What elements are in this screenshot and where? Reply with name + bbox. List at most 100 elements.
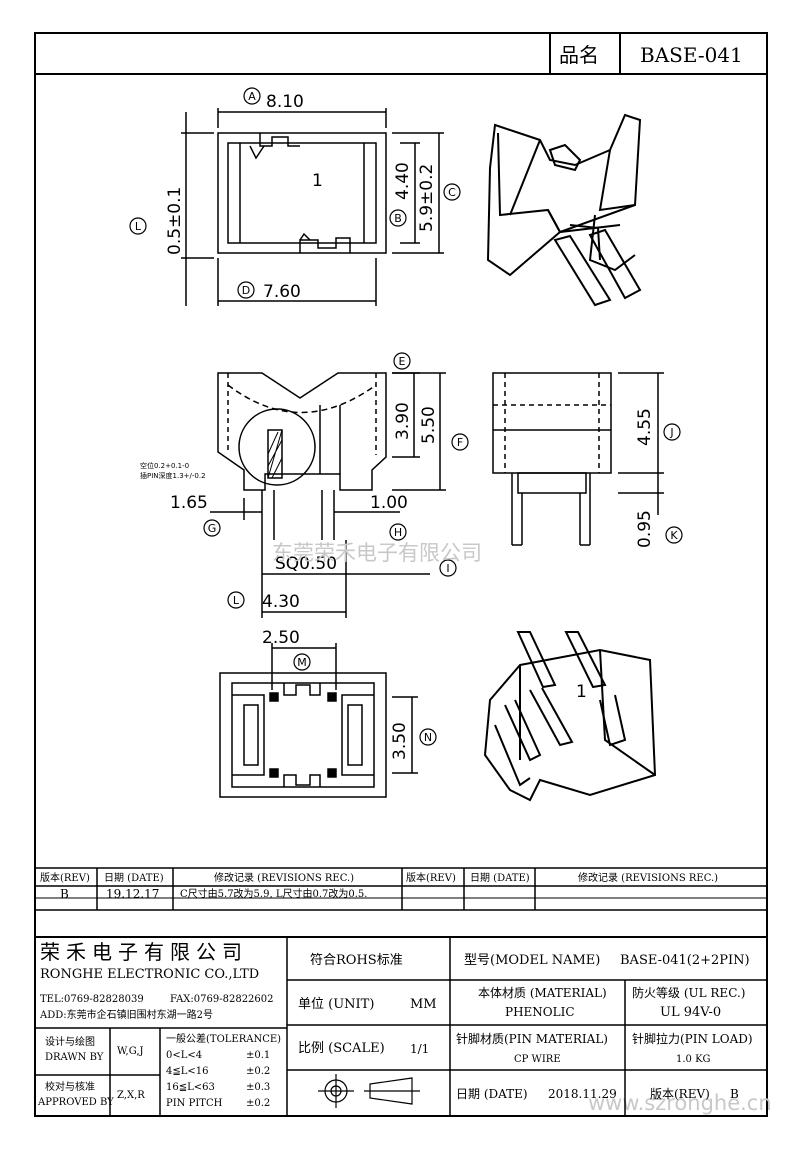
rev-row-rec: C尺寸由5.7改为5.9, L尺寸由0.7改为0.5. [180, 887, 367, 900]
tol-range-2: 4≦L<16 [166, 1066, 209, 1077]
model-value: BASE-041(2+2PIN) [620, 953, 750, 968]
iso-view-bottom [483, 631, 657, 802]
circle-letter-k: K [670, 529, 678, 542]
drawn-by-en: DRAWN BY [45, 1052, 104, 1063]
circle-letter-h: H [394, 526, 402, 539]
dim-m-value: 2.50 [262, 628, 300, 648]
dim-a-value: 8.10 [266, 92, 304, 112]
circle-label-m [293, 653, 311, 671]
circle-label-a [243, 87, 261, 105]
front-view [210, 372, 446, 618]
tol-value-3: ±0.3 [246, 1082, 270, 1093]
date-label: 日期 (DATE) [456, 1087, 528, 1101]
dim-e-value: 3.90 [393, 402, 413, 440]
circle-label-l [227, 591, 245, 609]
approved-by-value: Z,X,R [117, 1090, 145, 1101]
iso-view-top [486, 113, 642, 307]
note-thickness: 插PIN深度1.3+/-0.2 [140, 471, 206, 480]
pin-load-label: 针脚拉力(PIN LOAD) [632, 1031, 753, 1046]
circle-letter-d: D [242, 284, 250, 297]
circle-letter-n: N [424, 731, 432, 744]
ul-value: UL 94V-0 [660, 1005, 721, 1020]
top-view [181, 108, 444, 306]
watermark-company: 东莞荣禾电子有限公司 [272, 541, 482, 565]
dim-c-value: 5.9±0.2 [417, 164, 437, 232]
circle-letter-g: G [208, 522, 217, 535]
sheet-border [34, 32, 768, 1117]
rev-header-rec-1: 修改记录 (REVISIONS REC.) [214, 871, 354, 884]
header: 品名 BASE-041 [35, 33, 767, 75]
circle-label-c [443, 183, 461, 201]
circle-letter-m: M [297, 656, 307, 669]
circle-letter-j: J [669, 426, 673, 439]
company-name-en: RONGHE ELECTRONIC CO.,LTD [40, 967, 259, 982]
circle-label-g [203, 519, 221, 537]
dim-f-value: 5.50 [419, 406, 439, 444]
rev-header-date-2: 日期 (DATE) [470, 872, 530, 884]
revision-table [34, 867, 768, 911]
company-address: ADD:东莞市企石镇旧围村东湖一路2号 [39, 1008, 213, 1021]
tol-range-4: PIN PITCH [166, 1098, 223, 1109]
dim-h-value: 1.00 [370, 493, 408, 513]
rev-row-rev: B [60, 887, 69, 901]
approved-by-cn: 校对与核准 [45, 1080, 95, 1093]
rohs-label: 符合ROHS标准 [310, 952, 403, 968]
material-value: PHENOLIC [505, 1005, 575, 1019]
material-label: 本体材质 (MATERIAL) [478, 986, 607, 1000]
circle-letter-c: C [448, 186, 456, 199]
projection-symbol-icon [318, 1074, 420, 1108]
pin1-marker-iso: 1 [576, 682, 587, 702]
rev-header-rev-1: 版本(REV) [40, 871, 90, 884]
circle-label-b [389, 209, 407, 227]
rev-label: 版本(REV) [650, 1087, 710, 1101]
tolerance-label: 一般公差(TOLERANCE) [166, 1032, 281, 1045]
pin-material-label: 针脚材质(PIN MATERIAL) [456, 1031, 608, 1046]
circle-letter-l-2: L [135, 220, 142, 233]
company-tel: TEL:0769-82828039 [40, 994, 144, 1005]
watermark-url: www.szronghe.cn [588, 1091, 772, 1115]
title-block [35, 936, 767, 1116]
circle-letter-a: A [248, 90, 256, 103]
bottom-view [219, 643, 418, 798]
drawn-by-value: W,G,J [117, 1046, 144, 1057]
circle-letter-l: L [233, 594, 240, 607]
circle-letter-f: F [457, 436, 463, 449]
dim-l-value: 4.30 [262, 592, 300, 612]
date-value: 2018.11.29 [548, 1087, 617, 1101]
side-view [492, 372, 664, 546]
dim-k-value: 0.95 [635, 510, 655, 548]
rev-value: B [730, 1087, 739, 1101]
pin-load-value: 1.0 KG [676, 1054, 711, 1065]
pin-material-value: CP WIRE [514, 1054, 561, 1065]
rev-row-date: 19.12.17 [106, 887, 159, 901]
dim-b-value: 4.40 [393, 162, 413, 200]
scale-value: 1/1 [410, 1042, 429, 1056]
model-label: 型号(MODEL NAME) [464, 953, 600, 968]
circle-label-e [393, 352, 411, 370]
company-name-cn: 荣禾电子有限公司 [40, 940, 248, 964]
unit-label: 单位 (UNIT) [298, 997, 374, 1012]
circle-label-n [419, 728, 437, 746]
approved-by-en: APPROVED BY [37, 1097, 114, 1108]
circle-letter-e: E [399, 355, 406, 368]
rev-header-rev-2: 版本(REV) [406, 871, 456, 884]
circle-label-k [665, 526, 683, 544]
circle-letter-b: B [394, 212, 402, 225]
dim-g-value: 1.65 [170, 493, 208, 513]
circle-label-i [439, 559, 457, 577]
tol-range-3: 16≦L<63 [166, 1082, 215, 1093]
dim-n-value: 3.50 [390, 722, 410, 760]
tol-value-1: ±0.1 [246, 1050, 270, 1061]
rev-header-date-1: 日期 (DATE) [104, 872, 164, 884]
pin1-marker-top: 1 [312, 171, 323, 191]
name-label: 品名 [559, 43, 599, 67]
tol-value-2: ±0.2 [246, 1066, 270, 1077]
dim-i-value: SQ0.50 [275, 554, 337, 574]
rev-header-rec-2: 修改记录 (REVISIONS REC.) [578, 871, 718, 884]
part-number: BASE-041 [640, 43, 743, 67]
tol-range-1: 0<L<4 [166, 1050, 202, 1061]
circle-label-h [389, 523, 407, 541]
circle-label-d [237, 281, 255, 299]
